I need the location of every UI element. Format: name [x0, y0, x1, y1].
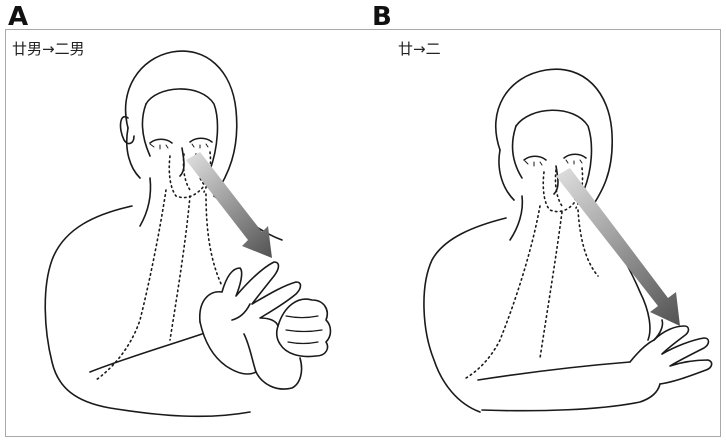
figure-a-fist-icon	[277, 299, 331, 356]
figure-b-woman-icon	[424, 69, 712, 412]
figure-b-face-icon	[516, 110, 591, 190]
figure-a-eye-left-icon	[150, 139, 172, 143]
figure-a-face-icon	[146, 89, 217, 170]
figure-a-open-hand-icon	[200, 262, 301, 326]
figure-a-left-shoulder-icon	[45, 206, 250, 416]
figure-b-forearm-icon	[478, 362, 630, 380]
figure-a-fist-arm-icon	[256, 358, 302, 389]
figure-b-motion-arrow-icon	[556, 168, 680, 326]
figure-a-woman-icon	[45, 51, 330, 416]
figure-a-eye-right-icon	[190, 138, 212, 142]
figure-a-nose-icon	[180, 148, 184, 176]
figure-b-hair-left-icon	[499, 150, 514, 200]
figure-a-trajectory-icon	[96, 152, 222, 380]
figure-b-open-hand-icon	[630, 326, 712, 384]
figure-a-hair-left-icon	[127, 128, 140, 178]
figure-b-eye-left-icon	[524, 156, 546, 160]
figure-b-left-shoulder-icon	[424, 218, 506, 412]
figure-b-eye-right-icon	[564, 154, 586, 158]
figure-a-forearm-icon	[90, 334, 202, 372]
